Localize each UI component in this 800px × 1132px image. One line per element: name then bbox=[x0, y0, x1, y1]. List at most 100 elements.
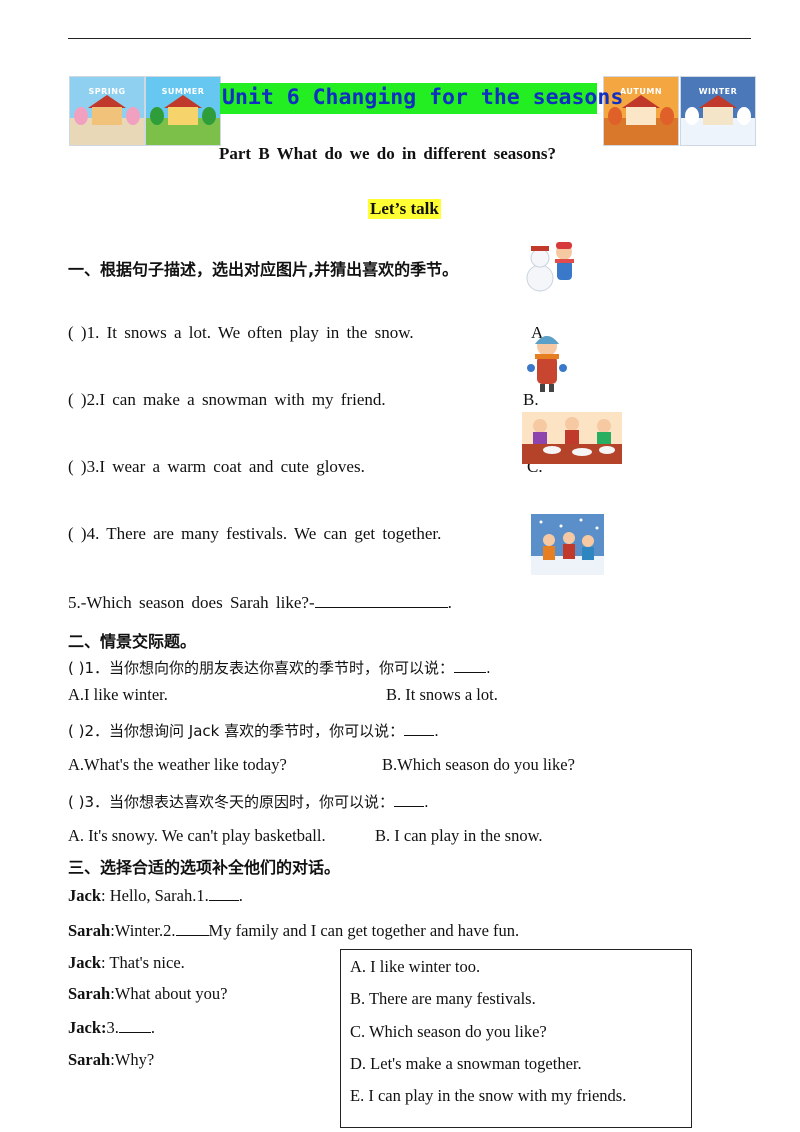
tree bbox=[660, 107, 674, 125]
answer-blank[interactable] bbox=[175, 919, 209, 936]
summer-picture: SUMMER bbox=[145, 76, 221, 146]
situation-text: 3．当你想表达喜欢冬天的原因时，你可以说： bbox=[84, 793, 395, 811]
situation-2-option-a: A.What's the weather like today? bbox=[68, 755, 287, 774]
title-highlight bbox=[220, 83, 597, 114]
season-label: WINTER bbox=[698, 87, 738, 96]
speaker-sep: : bbox=[101, 886, 110, 905]
question-4: ( )4. There are many festivals. We can g… bbox=[68, 524, 441, 544]
tree bbox=[126, 107, 140, 125]
house-roof bbox=[164, 95, 202, 108]
option-e: E. I can play in the snow with my friend… bbox=[350, 1086, 627, 1105]
situation-3-option-a: A. It's snowy. We can't play basketball. bbox=[68, 826, 326, 845]
dialog-line-6: Sarah:Why? bbox=[68, 1050, 154, 1070]
answer-paren[interactable]: ( ) bbox=[68, 524, 87, 543]
option-c: C. Which season do you like? bbox=[350, 1022, 547, 1041]
question-text: 3.I wear a warm coat and cute gloves. bbox=[86, 457, 365, 476]
option-b: B. There are many festivals. bbox=[350, 989, 536, 1008]
section2-heading: 二、情景交际题。 bbox=[68, 632, 197, 651]
snowman-kids-picture bbox=[526, 242, 574, 292]
dialog-text: That's nice. bbox=[109, 953, 185, 972]
house bbox=[168, 107, 198, 125]
speaker-name: Sarah bbox=[68, 984, 111, 1003]
question-3: ( )3.I wear a warm coat and cute gloves. bbox=[68, 457, 365, 477]
answer-paren[interactable]: ( ) bbox=[68, 323, 87, 342]
question-text: 1. It snows a lot. We often play in the … bbox=[86, 323, 414, 342]
answer-blank[interactable] bbox=[404, 719, 435, 736]
speaker-sep: : bbox=[110, 921, 115, 940]
dialog-line-3: Jack: That's nice. bbox=[68, 953, 185, 973]
situation-3-option-b: B. I can play in the snow. bbox=[375, 826, 543, 845]
house bbox=[626, 107, 656, 125]
situation-1-option-a: A.I like winter. bbox=[68, 685, 168, 704]
dialog-text: Winter.2. bbox=[114, 921, 176, 940]
dialog-text: What about you? bbox=[114, 984, 228, 1003]
answer-blank[interactable] bbox=[454, 656, 487, 673]
answer-paren[interactable]: ( ) bbox=[68, 457, 87, 476]
answer-paren[interactable]: ( ) bbox=[68, 793, 85, 811]
dialog-line-1: Jack: Hello, Sarah.1.. bbox=[68, 884, 243, 906]
child-warm-coat-picture bbox=[527, 336, 567, 392]
situation-end: . bbox=[424, 793, 429, 811]
speaker-name: Sarah bbox=[68, 921, 111, 940]
situation-2-option-b: B.Which season do you like? bbox=[382, 755, 575, 774]
unit-title: Unit 6 Changing for the seasons bbox=[222, 85, 624, 110]
tree bbox=[685, 107, 699, 125]
situation-2: ( )2．当你想询问 Jack 喜欢的季节时，你可以说：. bbox=[68, 719, 439, 741]
question-1: ( )1. It snows a lot. We often play in t… bbox=[68, 323, 414, 343]
house-roof bbox=[622, 95, 660, 108]
situation-text: 2．当你想询问 Jack 喜欢的季节时，你可以说： bbox=[84, 722, 405, 740]
season-label: SUMMER bbox=[161, 87, 205, 96]
question-2: ( )2.I can make a snowman with my friend… bbox=[68, 390, 386, 410]
tree bbox=[74, 107, 88, 125]
part-subtitle: Part B What do we do in different season… bbox=[219, 144, 556, 163]
speaker-name: Jack bbox=[68, 953, 101, 972]
section3-heading: 三、选择合适的选项补全他们的对话。 bbox=[68, 858, 341, 877]
speaker-name: Sarah bbox=[68, 1050, 111, 1069]
dialog-text: 3. bbox=[106, 1018, 119, 1037]
answer-paren[interactable]: ( ) bbox=[68, 722, 85, 740]
answer-blank[interactable] bbox=[394, 790, 425, 807]
tree bbox=[150, 107, 164, 125]
speaker-name: Jack: bbox=[68, 1018, 107, 1037]
answer-blank[interactable] bbox=[314, 591, 448, 608]
section1-heading: 一、根据句子描述，选出对应图片,并猜出喜欢的季节。 bbox=[68, 260, 459, 279]
season-label: SPRING bbox=[88, 87, 126, 96]
option-d: D. Let's make a snowman together. bbox=[350, 1054, 582, 1073]
situation-1-option-b: B. It snows a lot. bbox=[386, 685, 498, 704]
question-text: 5.-Which season does Sarah like?- bbox=[68, 593, 315, 612]
option-a: A. I like winter too. bbox=[350, 957, 481, 976]
situation-1: ( )1．当你想向你的朋友表达你喜欢的季节时，你可以说：. bbox=[68, 656, 491, 678]
speaker-sep: : bbox=[110, 984, 115, 1003]
autumn-picture: AUTUMN bbox=[603, 76, 679, 146]
dialog-end: . bbox=[150, 1018, 155, 1037]
dialog-text-after: My family and I can get together and hav… bbox=[208, 921, 520, 940]
dialog-text: Why? bbox=[114, 1050, 155, 1069]
question-text: 2.I can make a snowman with my friend. bbox=[86, 390, 386, 409]
option-letter-b: B. bbox=[523, 390, 539, 409]
dialog-end: . bbox=[238, 886, 243, 905]
house-roof bbox=[88, 95, 126, 108]
family-dinner-picture bbox=[522, 412, 622, 464]
situation-end: . bbox=[434, 722, 439, 740]
lets-talk-label: Let’s talk bbox=[368, 199, 441, 219]
tree bbox=[202, 107, 216, 125]
spring-picture: SPRING bbox=[69, 76, 145, 146]
house bbox=[703, 107, 733, 125]
dialog-text: Hello, Sarah.1. bbox=[109, 886, 209, 905]
situation-end: . bbox=[486, 659, 491, 677]
answer-blank[interactable] bbox=[208, 884, 239, 901]
dialog-line-2: Sarah:Winter.2. My family and I can get t… bbox=[68, 919, 519, 941]
header-rule bbox=[68, 38, 751, 39]
dialog-line-4: Sarah:What about you? bbox=[68, 984, 228, 1004]
answer-paren[interactable]: ( ) bbox=[68, 659, 85, 677]
question-text: 4. There are many festivals. We can get … bbox=[86, 524, 442, 543]
speaker-sep: : bbox=[110, 1050, 115, 1069]
house bbox=[92, 107, 122, 125]
answer-paren[interactable]: ( ) bbox=[68, 390, 87, 409]
dialog-line-5: Jack:3.. bbox=[68, 1016, 155, 1038]
house-roof bbox=[699, 95, 737, 108]
speaker-name: Jack bbox=[68, 886, 101, 905]
kids-playing-snow-picture bbox=[531, 514, 604, 575]
speaker-sep: : bbox=[101, 953, 110, 972]
answer-blank[interactable] bbox=[118, 1016, 151, 1033]
